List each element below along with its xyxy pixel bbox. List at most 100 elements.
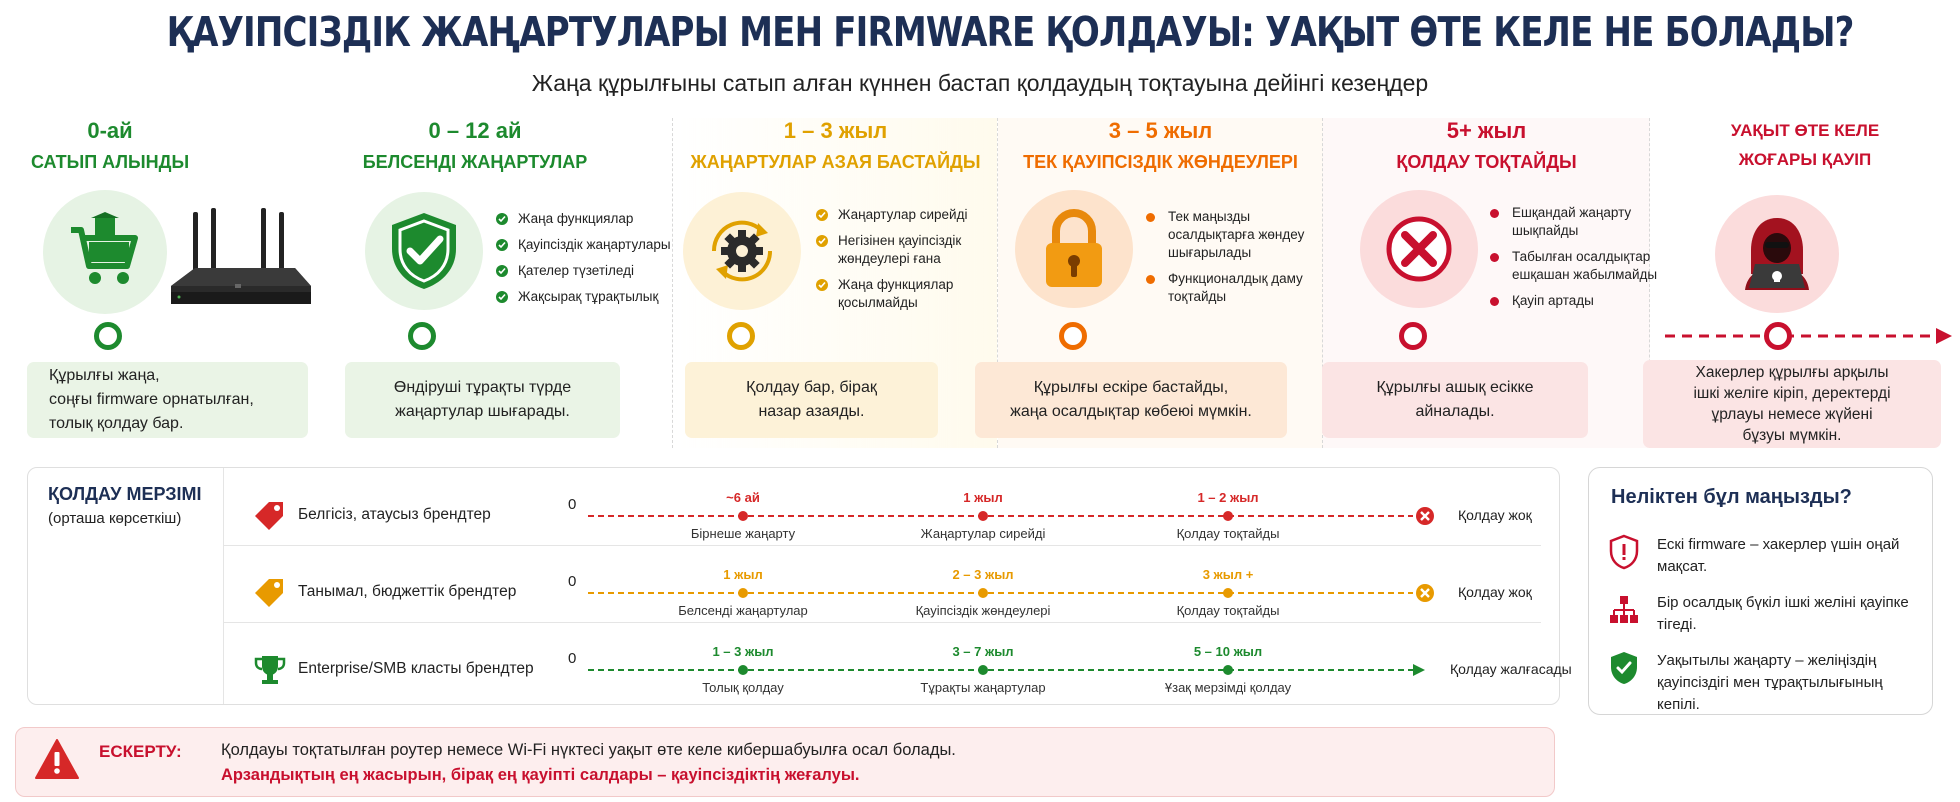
- stage-name: САТЫП АЛЫНДЫ: [30, 152, 190, 172]
- milestone-label: Бірнеше жаңарту: [690, 526, 796, 541]
- timeline: [25, 328, 1952, 344]
- milestone-dot: [978, 665, 988, 675]
- bullet-dot: [1490, 253, 1499, 262]
- check-icon: [496, 239, 508, 251]
- stage-header-4: 5+ жыл ҚОЛДАУ ТОҚТАЙДЫ: [1323, 118, 1650, 174]
- price-tag-icon: [255, 502, 283, 530]
- gear-circle: [683, 192, 801, 310]
- panel-divider: [223, 468, 224, 704]
- stage-period: 3 – 5 жыл: [1108, 118, 1213, 143]
- milestone-label: Тұрақты жаңартулар: [920, 680, 1046, 695]
- stage-name: ҚОЛДАУ ТОҚТАЙДЫ: [1396, 152, 1577, 172]
- milestone-dot: [978, 511, 988, 521]
- row-divider: [223, 622, 1541, 623]
- stage-1-bullets: Жаңа функциялар Қауіпсіздік жаңартулары …: [496, 210, 671, 314]
- check-icon: [496, 213, 508, 225]
- timeline-node-0: [94, 322, 122, 350]
- warning-bar: ЕСКЕРТУ: Қолдауы тоқтатылған роутер неме…: [15, 727, 1555, 797]
- lock-circle: [1015, 190, 1133, 308]
- bullet-item: Жаңа функциялар: [496, 210, 671, 228]
- milestone-time: 3 – 7 жыл: [952, 644, 1014, 659]
- check-icon: [816, 235, 828, 247]
- milestone-dot: [1223, 588, 1233, 598]
- support-note: (орташа көрсеткіш): [48, 510, 182, 527]
- timeline-node-5: [1764, 322, 1792, 350]
- milestone-label: Жаңартулар сирейді: [920, 526, 1046, 541]
- bullet-dot: [1146, 213, 1155, 222]
- milestone-dot: [978, 588, 988, 598]
- row-divider: [223, 545, 1541, 546]
- milestone-time: ~6 ай: [726, 490, 760, 505]
- x-circle-icon: [1386, 216, 1452, 282]
- stage-period: УАҚЫТ ӨТЕ КЕЛЕ: [1730, 121, 1880, 140]
- shield-circle: [365, 192, 483, 310]
- shield-check-icon: [1611, 652, 1637, 684]
- stage-3-bullets: Тек маңызды осалдықтарға жөндеу шығарыла…: [1146, 208, 1316, 314]
- stage-2-bullets: Жаңартулар сирейді Негізінен қауіпсіздік…: [816, 206, 991, 320]
- brand-name: Танымал, бюджеттік брендтер: [298, 583, 517, 600]
- bullet-item: Ешқандай жаңарту шықпайды: [1490, 204, 1660, 240]
- bullet-item: Негізінен қауіпсіздік жөндеулері ғана: [816, 232, 991, 268]
- stage-4-bullets: Ешқандай жаңарту шықпайды Табылған осалд…: [1490, 204, 1660, 318]
- milestone-dot: [1223, 511, 1233, 521]
- bullet-dot: [1490, 209, 1499, 218]
- shopping-cart-icon: [71, 212, 138, 284]
- why-item: Ескі firmware – хакерлер үшін оңай мақса…: [1609, 534, 1929, 584]
- check-icon: [816, 279, 828, 291]
- shield-check-icon: [392, 213, 456, 289]
- x-circle: [1360, 190, 1478, 308]
- stage-name: ТЕК ҚАУІПСІЗДІК ЖӨНДЕУЛЕРІ: [1023, 152, 1298, 172]
- milestone-time: 1 жыл: [723, 567, 763, 582]
- bullet-dot: [1146, 275, 1155, 284]
- milestone-time: 2 – 3 жыл: [952, 567, 1014, 582]
- bullet-item: Қауіпсіздік жаңартулары: [496, 236, 671, 254]
- page-title: ҚАУІПСІЗДІК ЖАҢАРТУЛАРЫ МЕН FIRMWARE ҚОЛ…: [166, 8, 1855, 56]
- network-icon: [1610, 596, 1638, 623]
- stage-name: ЖОҒАРЫ ҚАУІП: [1738, 150, 1872, 169]
- hacker-icon: [1745, 218, 1809, 290]
- router-icon: [171, 208, 311, 304]
- why-title: Неліктен бұл маңызды?: [1611, 486, 1852, 508]
- bullet-item: Табылған осалдықтар ешқашан жабылмайды: [1490, 248, 1660, 284]
- x-icon: [1416, 584, 1434, 602]
- arrow-icon: [1413, 664, 1425, 676]
- stage-name: ЖАҢАРТУЛАР АЗАЯ БАСТАЙДЫ: [690, 152, 981, 172]
- stage-period: 0 – 12 ай: [428, 118, 522, 143]
- support-row: Белгісіз, атаусыз брендтер 0 ~6 ай Бірнеше …: [28, 480, 1561, 552]
- stage-desc-3: Құрылғы ескіре бастайды,жаңа осалдықтар …: [975, 362, 1287, 438]
- milestone-dot: [738, 588, 748, 598]
- brand-name: Enterprise/SMB класты брендтер: [298, 660, 534, 677]
- support-line: [588, 515, 1413, 517]
- x-icon: [1416, 507, 1434, 525]
- milestone-time: 3 жыл +: [1202, 567, 1254, 582]
- milestone-dot: [738, 665, 748, 675]
- zero-label: 0: [568, 650, 577, 667]
- bullet-item: Қауіп артады: [1490, 292, 1660, 310]
- stage-header-0: 0-ай САТЫП АЛЫНДЫ: [0, 118, 220, 174]
- hacker-circle: [1715, 195, 1839, 313]
- gear-refresh-icon: [711, 220, 773, 282]
- why-item: Бір осалдық бүкіл ішкі желіні қауіпке ті…: [1609, 592, 1929, 642]
- brand-name: Белгісіз, атаусыз брендтер: [298, 506, 491, 523]
- timeline-node-1: [408, 322, 436, 350]
- support-end: Қолдау жалғасады: [1450, 661, 1572, 677]
- bullet-item: Жақсырақ тұрақтылық: [496, 288, 671, 306]
- stage-desc-0: Құрылғы жаңа,соңғы firmware орнатылған,т…: [27, 362, 308, 438]
- zero-label: 0: [568, 573, 577, 590]
- support-title: ҚОЛДАУ МЕРЗІМІ: [48, 484, 202, 504]
- stage-header-2: 1 – 3 жыл ЖАҢАРТУЛАР АЗАЯ БАСТАЙДЫ: [673, 118, 998, 174]
- stage-period: 0-ай: [87, 118, 133, 143]
- timeline-node-4: [1399, 322, 1427, 350]
- padlock-icon: [1046, 209, 1102, 287]
- warning-line-2: Арзандықтың ең жасырын, бірақ ең қауіпті…: [221, 766, 860, 784]
- zero-label: 0: [568, 496, 577, 513]
- stage-header-3: 3 – 5 жыл ТЕК ҚАУІПСІЗДІК ЖӨНДЕУЛЕРІ: [998, 118, 1323, 174]
- why-item: Уақытылы жаңарту – желіңіздің қауіпсізді…: [1609, 650, 1929, 713]
- support-line: [588, 669, 1413, 671]
- trophy-icon: [254, 656, 286, 684]
